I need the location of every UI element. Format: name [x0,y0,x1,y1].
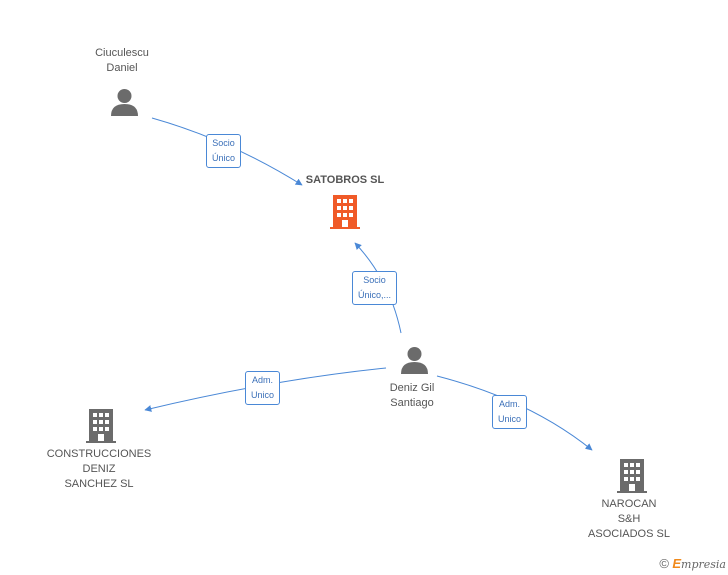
edge-label-line: Socio [363,275,386,285]
node-label-line: S&H [617,513,641,525]
node-label-line: Santiago [390,397,434,409]
node-label-line: Daniel [106,62,138,74]
node-label-line: CONSTRUCCIONES [46,448,152,460]
edge-label-line: Único [212,153,236,163]
building-icon [86,409,116,443]
node-label-line: NAROCAN [601,498,657,510]
edge-label-adm-unico-construcciones[interactable]: Adm. Unico [245,371,281,405]
edge-label-adm-unico-narocan[interactable]: Adm. Unico [492,395,528,429]
brand-name: mpresia [681,558,726,571]
brand-initial: E [672,556,682,571]
empresia-watermark: © Empresia [659,556,726,571]
node-label-line: DENIZ [82,463,116,475]
edge-label-socio-unico[interactable]: Socio Único [206,134,242,168]
edge-label-line: Unico [251,390,275,400]
copyright-symbol: © [659,556,670,571]
node-label-line: Deniz Gil [389,382,435,394]
node-label-line: ASOCIADOS SL [588,528,670,540]
node-narocan-sh-asociados-sl[interactable]: NAROCAN S&H ASOCIADOS SL [574,497,684,542]
edge-label-line: Único,... [358,290,392,300]
edge-label-line: Unico [498,414,522,424]
building-icon [617,459,647,493]
person-icon [401,347,428,374]
person-icon [111,89,138,116]
node-ciuculescu-daniel[interactable]: Ciuculescu Daniel [72,46,172,76]
node-label-line: Ciuculescu [95,47,149,59]
node-label-line: SATOBROS SL [305,174,385,186]
node-construcciones-deniz-sanchez-sl[interactable]: CONSTRUCCIONES DENIZ SANCHEZ SL [44,447,154,492]
edge-label-line: Adm. [499,399,521,409]
node-satobros-sl[interactable]: SATOBROS SL [290,173,400,188]
node-deniz-gil-santiago[interactable]: Deniz Gil Santiago [362,381,462,411]
building-icon [330,195,360,229]
edge-label-line: Adm. [252,375,274,385]
node-label-line: SANCHEZ SL [64,478,134,490]
edge-label-line: Socio [212,138,235,148]
edge-label-socio-unico-etc[interactable]: Socio Único,... [352,271,398,305]
